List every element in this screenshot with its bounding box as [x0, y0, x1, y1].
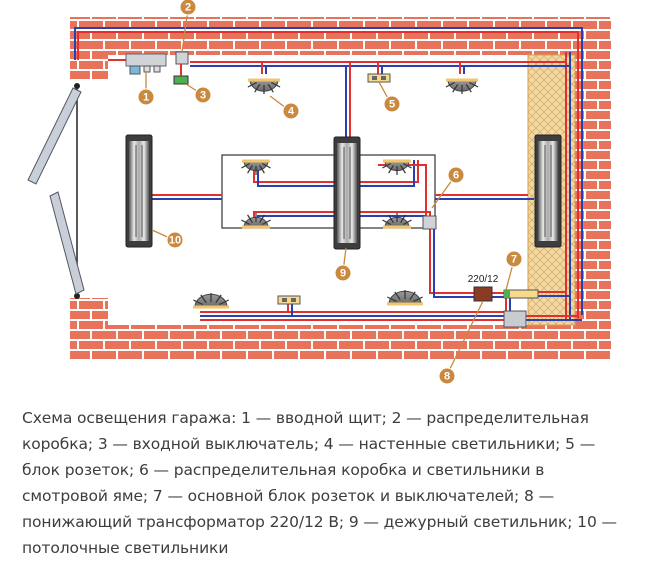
- pit-junction-box: [422, 215, 437, 230]
- callout-1: 1: [137, 88, 155, 106]
- pit-lamps: [241, 159, 412, 229]
- callout-3: 3: [194, 86, 212, 104]
- wall-lamps: [193, 78, 479, 309]
- duty-lamp: [333, 136, 361, 250]
- wall-lamp: [247, 78, 281, 94]
- callout-number: 1: [143, 92, 149, 104]
- callout-number: 6: [453, 170, 459, 182]
- bottom-socket: [277, 295, 301, 305]
- socket-block: [367, 73, 391, 83]
- callout-number: 10: [169, 235, 181, 247]
- callout-number: 2: [185, 2, 191, 14]
- pit-lamp: [382, 159, 412, 175]
- ceiling-lamp: [534, 134, 562, 248]
- main-socket-block: [503, 289, 539, 328]
- callout-number: 3: [200, 90, 206, 102]
- garage-gate: [27, 83, 85, 299]
- callout-number: 9: [340, 268, 346, 280]
- wall-lamp: [387, 290, 423, 306]
- pit-lamp: [241, 213, 271, 229]
- inspection-pit: [221, 154, 436, 229]
- callout-8: 8: [438, 367, 456, 385]
- callout-markers: 1 2 3 4 5 6 7 8 9 10: [137, 0, 523, 385]
- ceiling-lamps: [125, 134, 562, 250]
- junction-box: [175, 51, 189, 65]
- input-switch: [173, 64, 189, 85]
- garage-lighting-plan: 220/12 1 2 3 4 5 6 7 8 9 10: [27, 0, 611, 385]
- pit-lamp: [241, 159, 271, 175]
- callout-2: 2: [179, 0, 197, 16]
- callout-number: 4: [288, 106, 295, 118]
- callout-number: 7: [511, 254, 517, 266]
- wall-lamp: [445, 78, 479, 94]
- callout-7: 7: [505, 250, 523, 268]
- ceiling-lamp: [125, 134, 153, 248]
- callout-number: 5: [389, 99, 395, 111]
- transformer-label: 220/12: [468, 274, 499, 285]
- figure-caption: Схема освещения гаража: 1 — вводной щит;…: [22, 409, 617, 557]
- pit-lamp: [382, 213, 412, 229]
- callout-10: 10: [166, 231, 184, 249]
- callout-9: 9: [334, 264, 352, 282]
- callout-4: 4: [282, 102, 300, 120]
- callout-6: 6: [447, 166, 465, 184]
- callout-5: 5: [383, 95, 401, 113]
- wall-lamp: [193, 293, 229, 309]
- input-panel: [125, 53, 167, 75]
- callout-number: 8: [444, 371, 450, 383]
